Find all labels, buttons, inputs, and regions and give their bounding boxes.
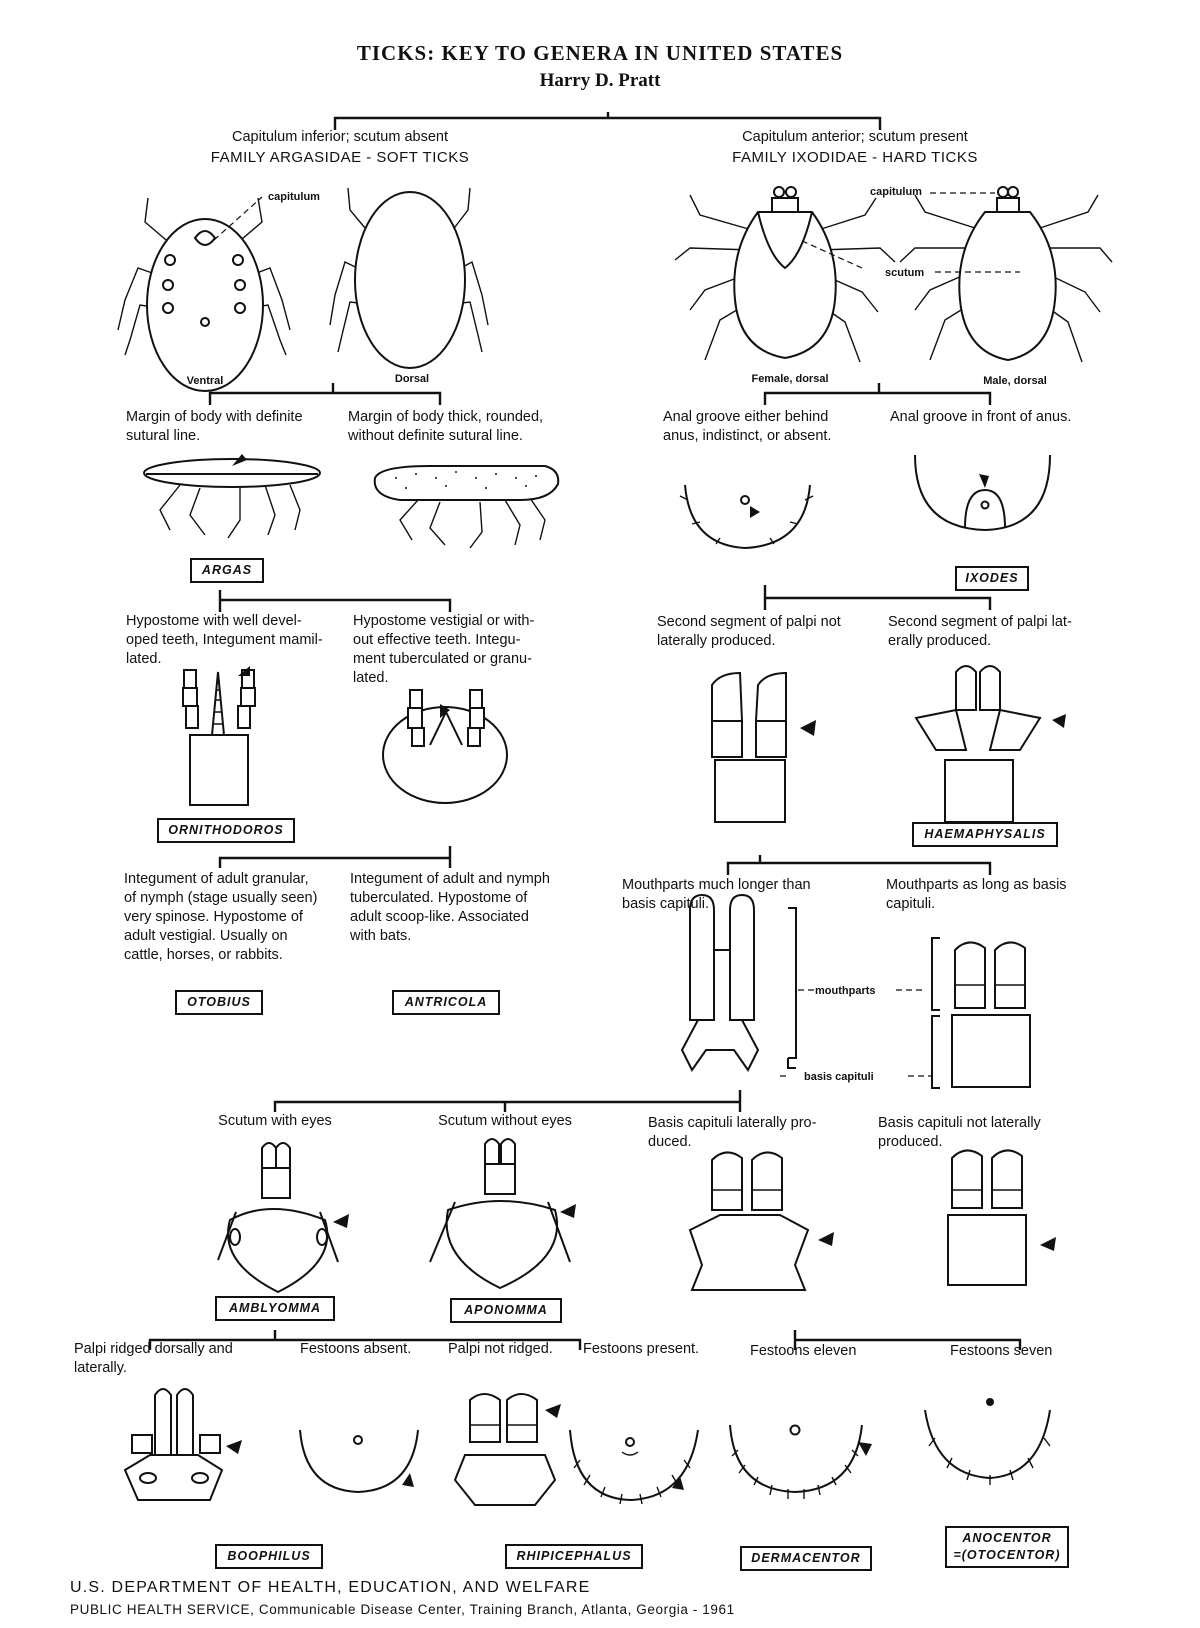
footer-service: PUBLIC HEALTH SERVICE, Communicable Dise…: [70, 1600, 1170, 1619]
couplet-festoons-seven: Festoons seven: [950, 1342, 1080, 1361]
boophilus-capitulum-illustration: [125, 1389, 242, 1500]
argasidae-description: Capitulum inferior; scutum absent: [190, 128, 490, 147]
couplet-scutum-eyes: Scutum with eyes: [200, 1112, 350, 1131]
ixodidae-description: Capitulum anterior; scutum present: [700, 128, 1010, 147]
couplet-mouthparts-longer: Mouthparts much longer than basis capitu…: [622, 876, 842, 914]
aponomma-scutum-illustration: [430, 1139, 576, 1288]
scutum-label: scutum: [885, 266, 924, 280]
vestigial-hypostome-capitulum-illustration: [383, 690, 507, 803]
genus-antricola: ANTRICOLA: [392, 990, 500, 1015]
couplet-integument-tuberculated: Integument of adult and nymph tuberculat…: [350, 870, 560, 946]
amblyomma-scutum-illustration: [218, 1143, 349, 1292]
ixodidae-family-name: FAMILY IXODIDAE - HARD TICKS: [690, 148, 1020, 167]
argas-side-view-illustration: [144, 454, 320, 538]
thick-margin-side-view-illustration: [375, 466, 559, 548]
ornithodoros-capitulum-illustration: [183, 666, 255, 805]
couplet-festoons-present: Festoons present.: [583, 1340, 713, 1359]
couplet-anal-behind: Anal groove either behind anus, indistin…: [663, 408, 863, 446]
genus-dermacentor: DERMACENTOR: [740, 1546, 872, 1571]
festoons-present-illustration: [570, 1430, 698, 1504]
couplet-anal-front: Anal groove in front of anus.: [890, 408, 1100, 427]
genus-haemaphysalis: HAEMAPHYSALIS: [912, 822, 1058, 847]
mouthparts-label: mouthparts: [815, 984, 876, 998]
couplet-basis-lateral: Basis capituli laterally pro- duced.: [648, 1114, 858, 1152]
couplet-integument-granular: Integument of adult granular, of nymph (…: [124, 870, 344, 965]
page-author: Harry D. Pratt: [450, 71, 750, 90]
couplet-festoons-absent: Festoons absent.: [300, 1340, 430, 1359]
anal-groove-behind-illustration: [680, 485, 813, 548]
haemaphysalis-capitulum-illustration: [916, 666, 1066, 822]
couplet-palpi-lateral: Second segment of palpi lat- erally prod…: [888, 613, 1098, 651]
basis-capituli-label: basis capituli: [804, 1070, 874, 1084]
rhipicephalus-capitulum-illustration: [455, 1394, 561, 1505]
couplet-palpi-not-lateral: Second segment of palpi not laterally pr…: [657, 613, 872, 651]
basis-not-produced-illustration: [948, 1150, 1056, 1285]
couplet-margin-sutural: Margin of body with definite sutural lin…: [126, 408, 336, 446]
soft-tick-dorsal-illustration: [330, 188, 488, 368]
female-dorsal-label: Female, dorsal: [730, 372, 850, 386]
short-mouthparts-illustration: [780, 938, 1030, 1088]
couplet-festoons-eleven: Festoons eleven: [750, 1342, 880, 1361]
capitulum-label-soft: capitulum: [268, 190, 320, 204]
couplet-basis-not-lateral: Basis capituli not laterally produced.: [878, 1114, 1098, 1152]
soft-tick-ventral-illustration: [118, 197, 290, 391]
genus-ixodes: IXODES: [955, 566, 1029, 591]
page-title: TICKS: KEY TO GENERA IN UNITED STATES: [300, 44, 900, 63]
couplet-margin-thick: Margin of body thick, rounded, without d…: [348, 408, 558, 446]
genus-aponomma: APONOMMA: [450, 1298, 562, 1323]
festoons-seven-illustration: [925, 1398, 1050, 1485]
couplet-scutum-no-eyes: Scutum without eyes: [420, 1112, 590, 1131]
male-dorsal-label: Male, dorsal: [960, 374, 1070, 388]
capitulum-label-hard: capitulum: [870, 185, 922, 199]
palpi-not-produced-illustration: [712, 673, 816, 822]
festoons-absent-illustration: [300, 1430, 418, 1492]
basis-laterally-produced-illustration: [690, 1152, 834, 1290]
genus-otobius: OTOBIUS: [175, 990, 263, 1015]
genus-argas: ARGAS: [190, 558, 264, 583]
hard-tick-male-illustration: [800, 187, 1112, 362]
festoons-eleven-illustration: [730, 1425, 872, 1499]
long-mouthparts-illustration: [682, 895, 926, 1070]
argasidae-family-name: FAMILY ARGASIDAE - SOFT TICKS: [170, 148, 510, 167]
genus-anocentor: ANOCENTOR =(OTOCENTOR): [945, 1526, 1069, 1568]
genus-boophilus: BOOPHILUS: [215, 1544, 323, 1569]
couplet-mouthparts-equal: Mouthparts as long as basis capituli.: [886, 876, 1106, 914]
footer-department: U.S. DEPARTMENT OF HEALTH, EDUCATION, AN…: [70, 1578, 970, 1597]
couplet-hypostome-vestigial: Hypostome vestigial or with- out effecti…: [353, 612, 563, 688]
couplet-hypostome-teeth: Hypostome with well devel- oped teeth, I…: [126, 612, 336, 669]
ventral-label: Ventral: [155, 374, 255, 388]
hard-tick-female-illustration: [675, 187, 895, 362]
genus-ornithodoros: ORNITHODOROS: [157, 818, 295, 843]
genus-rhipicephalus: RHIPICEPHALUS: [505, 1544, 643, 1569]
genus-amblyomma: AMBLYOMMA: [215, 1296, 335, 1321]
couplet-palpi-not-ridged: Palpi not ridged.: [448, 1340, 568, 1359]
couplet-palpi-ridged: Palpi ridged dorsally and laterally.: [74, 1340, 274, 1378]
anal-groove-front-illustration: [915, 455, 1050, 530]
dorsal-label: Dorsal: [362, 372, 462, 386]
